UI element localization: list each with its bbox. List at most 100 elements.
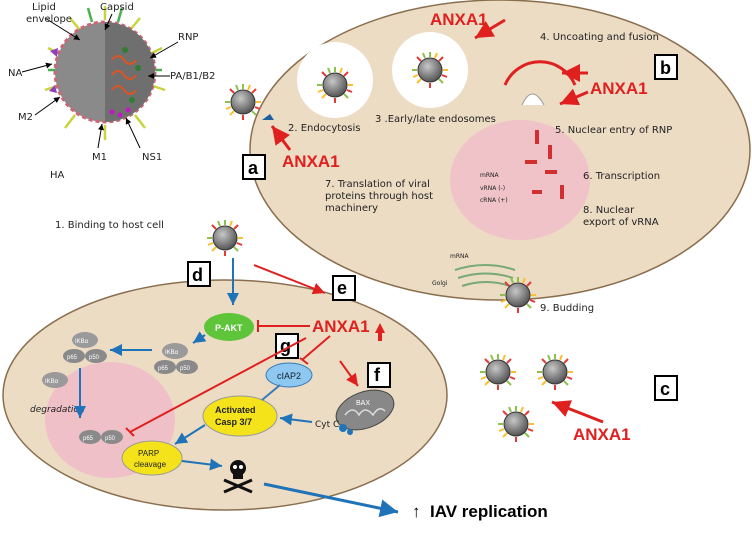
parp-label-2: cleavage	[134, 460, 167, 469]
anxa1-b-arrow2	[559, 88, 589, 106]
extracellular-virion-1	[479, 353, 517, 391]
extracellular-virion-3	[497, 405, 535, 443]
anxa1-a: ANXA1	[282, 152, 340, 171]
mitochondria-icon	[335, 389, 395, 435]
parp-label-1: PARP	[138, 449, 159, 458]
entering-virion	[206, 219, 244, 257]
svg-text:p50: p50	[180, 366, 191, 372]
anxa1-top-arrow	[474, 18, 506, 40]
step-7b: proteins through host	[325, 191, 433, 202]
ciap2-inhibit-casp	[261, 384, 281, 401]
golgi-icon	[454, 264, 516, 287]
ciap2-node	[265, 362, 313, 388]
arrow-pakt-ikba	[192, 331, 207, 344]
box-b	[654, 54, 678, 80]
upregulation-arrow-icon	[375, 323, 385, 341]
step-6: 6. Transcription	[583, 171, 660, 182]
ikba-complexes: IKBα p65 p50 IKBα p65 p50 IKBα p65 p50	[42, 332, 198, 444]
arrow-parp-death	[181, 458, 223, 471]
extracellular-virion-2	[536, 353, 574, 391]
anxa1-c: ANXA1	[573, 425, 631, 444]
label-pa-pb: PA/B1/B2	[170, 71, 215, 82]
rna-fragments	[525, 130, 564, 199]
step-7a: 7. Translation of viral	[325, 179, 430, 190]
svg-text:d: d	[192, 265, 203, 285]
label-lipid-envelope: Lipid	[32, 2, 56, 13]
parp-node	[121, 440, 183, 476]
step-1: 1. Binding to host cell	[55, 220, 164, 231]
label-ns1: NS1	[142, 152, 162, 163]
svg-text:p50: p50	[89, 355, 100, 361]
p-akt-label: P-AKT	[215, 323, 243, 333]
svg-text:p65: p65	[67, 355, 78, 361]
anxa1-c-arrow	[551, 400, 604, 424]
binding-virion	[224, 83, 262, 121]
inhibit-ciap2	[301, 335, 331, 361]
replication-text: IAV replication	[430, 502, 548, 521]
label-rnp: RNP	[178, 32, 198, 43]
casp-label-1: Activated	[215, 405, 256, 415]
anxa1-top: ANXA1	[430, 10, 488, 29]
svg-text:IKBα: IKBα	[45, 379, 59, 385]
casp-label-2: Casp 3/7	[215, 417, 252, 427]
step-8a: 8. Nuclear	[583, 205, 635, 216]
influenza-virion-structure	[44, 6, 166, 140]
svg-text:g: g	[280, 336, 291, 356]
anxa1-center: ANXA1	[312, 317, 370, 336]
arrow-cytc-casp	[279, 413, 313, 426]
svg-text:f: f	[374, 365, 381, 385]
skull-icon	[223, 460, 253, 494]
label-m1: M1	[92, 152, 107, 163]
box-e	[332, 275, 356, 301]
box-d	[187, 261, 211, 287]
label-lipid-envelope-2: envelope	[26, 14, 72, 25]
virion-label-lines	[21, 13, 179, 149]
label-m2: M2	[18, 112, 33, 123]
svg-text:b: b	[660, 58, 671, 78]
svg-text:vRNA (-): vRNA (-)	[480, 185, 505, 192]
ciap2-label: cIAP2	[277, 371, 301, 381]
svg-text:c: c	[660, 379, 670, 399]
bax-label: BAX	[356, 400, 370, 407]
label-na: NA	[8, 68, 22, 79]
svg-text:IKBα: IKBα	[165, 350, 179, 356]
fusion-vesicle	[521, 93, 545, 106]
anxa1-b: ANXA1	[590, 79, 648, 98]
svg-text:p65: p65	[158, 366, 169, 372]
svg-text:mRNA: mRNA	[450, 253, 470, 260]
receptor-icon	[262, 114, 274, 120]
step-3: 3 .Early/late endosomes	[375, 114, 496, 125]
cytc-label: Cyt C	[315, 420, 339, 430]
step-4: 4. Uncoating and fusion	[540, 32, 659, 43]
step-7c: machinery	[325, 203, 378, 214]
nucleus-top	[450, 120, 590, 240]
arrow-to-replication	[263, 482, 399, 518]
inhibit-nfkb	[129, 337, 307, 433]
label-capsid: Capsid	[100, 2, 134, 13]
label-ha: HA	[50, 170, 65, 181]
svg-text:cRNA (+): cRNA (+)	[480, 197, 508, 204]
box-c	[654, 375, 678, 401]
step-2: 2. Endocytosis	[288, 123, 361, 134]
box-a	[242, 154, 266, 180]
arrow-anxa1-mito	[339, 360, 359, 387]
svg-text:p50: p50	[105, 436, 116, 442]
nuclear-rna-labels: mRNA vRNA (-) cRNA (+) mRNA Golgi	[432, 172, 508, 287]
svg-text:Golgi: Golgi	[432, 280, 448, 287]
arrow-casp-parp	[174, 424, 206, 445]
step-8b: export of vRNA	[583, 217, 659, 228]
degradation-label: degradation	[30, 405, 85, 415]
caspase-node	[202, 395, 278, 437]
box-f	[367, 362, 391, 388]
p-akt-node	[204, 313, 254, 341]
step-9: 9. Budding	[540, 303, 594, 314]
svg-text:IKBα: IKBα	[75, 339, 89, 345]
arrow-virion-to-anxa1	[253, 264, 326, 295]
svg-text:mRNA: mRNA	[480, 172, 500, 179]
anxa1-a-arrow	[270, 125, 292, 151]
step-5: 5. Nuclear entry of RNP	[555, 125, 672, 136]
svg-text:a: a	[248, 158, 259, 178]
svg-text:p65: p65	[83, 436, 94, 442]
svg-text:e: e	[337, 278, 347, 298]
